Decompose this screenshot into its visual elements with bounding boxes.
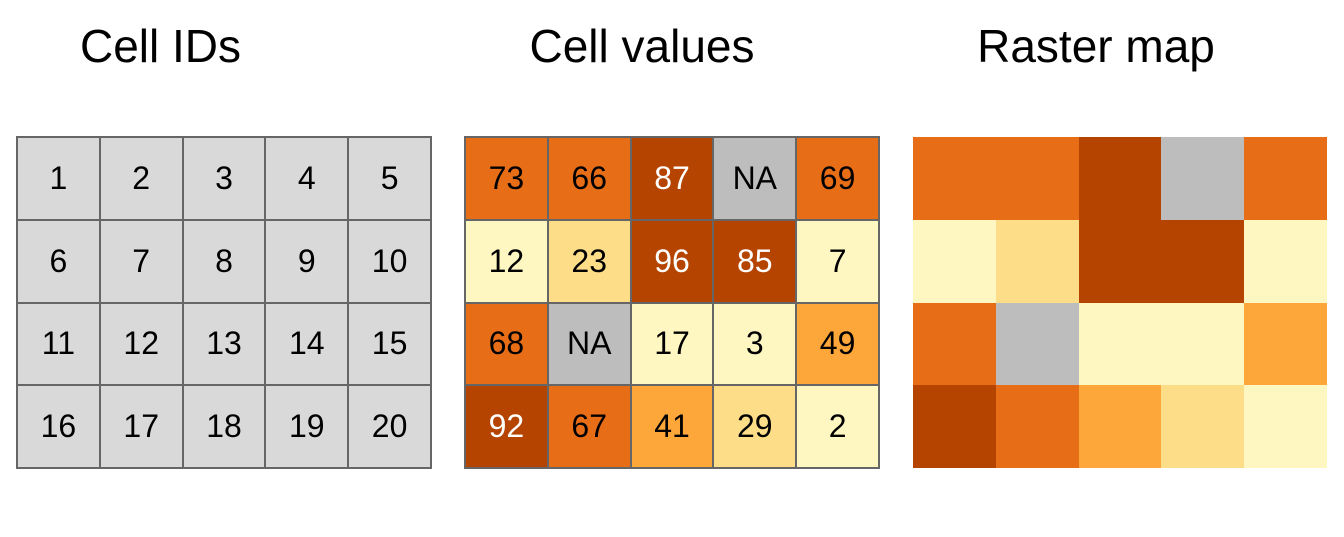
cell-id-3: 3: [182, 137, 266, 220]
cell-value-20: 2: [796, 385, 879, 468]
raster-cell-16: [913, 385, 996, 468]
cell-id-2: 2: [99, 137, 183, 220]
cell-id-5: 5: [348, 137, 431, 220]
raster-cell-2: [995, 137, 1079, 220]
raster-cell-6: [913, 219, 996, 303]
raster-cell-17: [995, 385, 1079, 468]
cell-id-8: 8: [182, 219, 266, 303]
raster-map-title: Raster map: [977, 20, 1215, 72]
cell-id-18: 18: [182, 385, 266, 468]
raster-map-panel: Raster map: [913, 0, 1327, 537]
raster-cell-7: [995, 219, 1079, 303]
cell-ids-title: Cell IDs: [79, 20, 242, 72]
cell-value-9: 85: [713, 219, 797, 303]
raster-cell-13: [1078, 302, 1162, 386]
raster-cell-15: [1244, 302, 1327, 386]
cell-id-7: 7: [99, 219, 183, 303]
raster-map-grid: [913, 137, 1327, 468]
cell-value-16: 92: [465, 385, 548, 468]
cell-value-2: 66: [547, 137, 631, 220]
cell-id-14: 14: [265, 302, 349, 386]
raster-cell-5: [1244, 137, 1327, 220]
raster-cell-3: [1078, 137, 1162, 220]
cell-id-12: 12: [99, 302, 183, 386]
cell-id-11: 11: [17, 302, 100, 386]
raster-cell-20: [1244, 385, 1327, 468]
cell-value-8: 96: [630, 219, 714, 303]
cell-id-13: 13: [182, 302, 266, 386]
cell-value-5: 69: [796, 137, 879, 220]
cell-id-9: 9: [265, 219, 349, 303]
cell-id-1: 1: [17, 137, 100, 220]
raster-cell-9: [1161, 219, 1245, 303]
cell-id-4: 4: [265, 137, 349, 220]
raster-cell-14: [1161, 302, 1245, 386]
raster-cell-18: [1078, 385, 1162, 468]
cell-id-6: 6: [17, 219, 100, 303]
cell-value-18: 41: [630, 385, 714, 468]
cell-value-6: 12: [465, 219, 548, 303]
cell-values-title: Cell values: [529, 20, 755, 72]
cell-id-15: 15: [348, 302, 431, 386]
cell-value-10: 7: [796, 219, 879, 303]
cell-value-17: 67: [547, 385, 631, 468]
cell-id-19: 19: [265, 385, 349, 468]
cell-id-17: 17: [99, 385, 183, 468]
raster-cell-11: [913, 302, 996, 386]
raster-cell-4: [1161, 137, 1245, 220]
cell-id-10: 10: [348, 219, 431, 303]
cell-value-15: 49: [796, 302, 879, 386]
cell-value-19: 29: [713, 385, 797, 468]
raster-cell-8: [1078, 219, 1162, 303]
cell-value-14: 3: [713, 302, 797, 386]
raster-cell-1: [913, 137, 996, 220]
raster-cell-10: [1244, 219, 1327, 303]
cell-value-4: NA: [713, 137, 797, 220]
cell-value-3: 87: [630, 137, 714, 220]
raster-cell-12: [995, 302, 1079, 386]
cell-value-12: NA: [547, 302, 631, 386]
cell-value-13: 17: [630, 302, 714, 386]
cell-value-7: 23: [547, 219, 631, 303]
raster-cell-19: [1161, 385, 1245, 468]
cell-id-16: 16: [17, 385, 100, 468]
cell-value-11: 68: [465, 302, 548, 386]
cell-id-20: 20: [348, 385, 431, 468]
cell-value-1: 73: [465, 137, 548, 220]
